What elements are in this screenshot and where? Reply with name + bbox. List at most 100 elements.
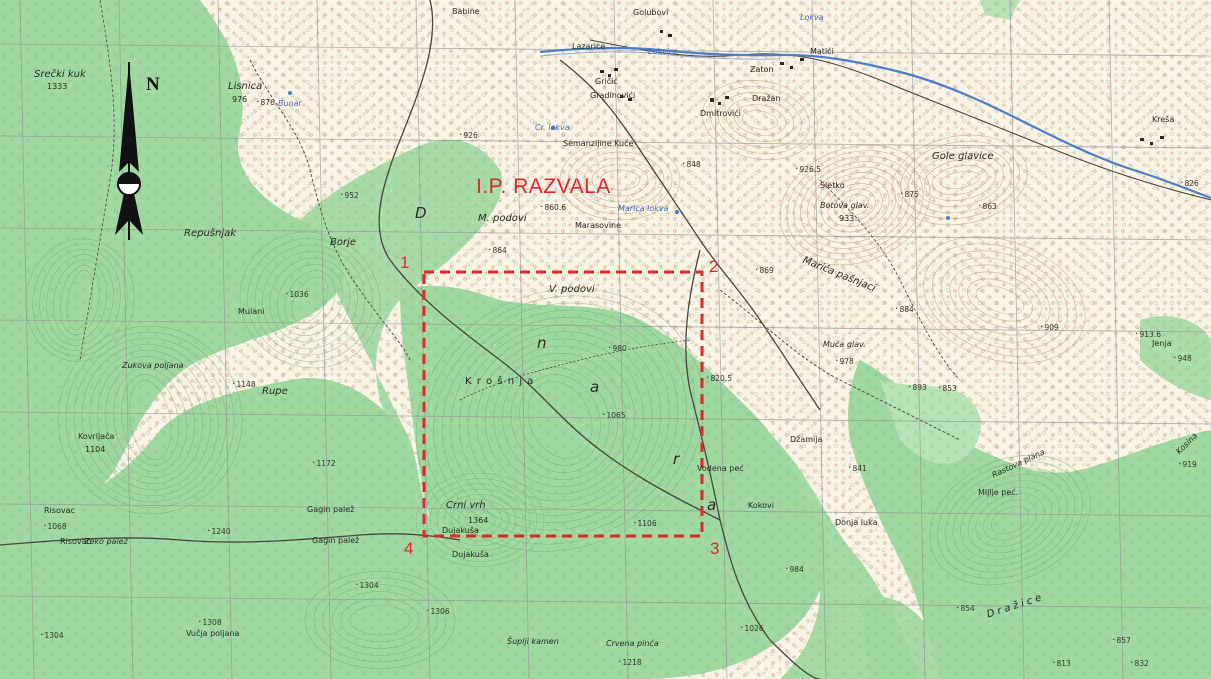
place-lokvice: Lokvice — [648, 47, 679, 56]
contour-ring — [726, 98, 794, 142]
contour-lines — [559, 79, 1086, 364]
contour-ring — [25, 238, 135, 362]
elevation-point: 1304 — [355, 578, 379, 591]
place-crvena-pinca: Crvena pinća — [606, 639, 659, 648]
contour-ring — [450, 317, 670, 523]
contour-ring — [247, 238, 373, 362]
contour-ring — [340, 597, 420, 643]
contour-ring — [718, 92, 802, 148]
contour-ring — [519, 374, 601, 466]
corner-label-3: 3 — [710, 539, 720, 558]
place-botova-glav: Botova glav. — [820, 201, 870, 210]
place-repusnjak: Repušnjak — [184, 228, 237, 239]
place-kokovi: Kokovi — [748, 501, 774, 510]
elevation-point: 826 — [1180, 176, 1199, 189]
contour-ring — [484, 345, 636, 495]
contour-ring — [952, 473, 1068, 567]
contour-ring — [441, 309, 679, 531]
elevation-point: 853 — [938, 381, 957, 394]
place-mijlje-pec: Mijlje peć. — [978, 488, 1019, 497]
elevation-point: 1036 — [285, 287, 309, 300]
corner-label-1: 1 — [400, 253, 410, 272]
place-crni-vrh: Crni vrh — [446, 500, 486, 511]
elevation-point: 980 — [608, 341, 627, 354]
place-gracic: Gričić — [595, 77, 618, 86]
place-crna-lokva: Cr. lokva — [535, 123, 570, 132]
range-letter-d: D — [415, 204, 438, 222]
contour-ring — [939, 171, 981, 189]
contour-ring — [786, 150, 924, 260]
elevation-point: 884 — [895, 302, 914, 315]
place-lisnica: Lisnica — [228, 81, 263, 92]
contour-ring — [97, 356, 203, 484]
place-jenja: Jenja — [1152, 339, 1172, 348]
contour-ring — [923, 243, 1077, 357]
contour-ring — [958, 271, 1042, 329]
contour-ring — [567, 145, 673, 215]
grid-line-v — [613, 0, 629, 679]
range-letter-r: r — [673, 450, 691, 468]
contour-ring — [121, 374, 179, 466]
contour-ring — [433, 302, 687, 538]
contour-ring — [239, 231, 381, 369]
elevation-point: 1068 — [43, 519, 67, 532]
contour-ring — [60, 264, 100, 336]
elevation-point: 1065 — [602, 408, 626, 421]
contour-ring — [820, 177, 890, 233]
grid-line-v — [19, 0, 35, 679]
contour-ring — [983, 499, 1037, 541]
place-vodena-pec: Vodena peć — [697, 464, 744, 473]
grid-line-h — [0, 135, 1211, 149]
place-kovrljaca: Kovrljača — [78, 432, 115, 441]
place-dujakusa-2: Dujakuša — [452, 550, 489, 559]
place-lazarice: Lazarice — [572, 42, 606, 51]
contour-ring — [73, 337, 227, 503]
place-zukova-poljana: Zukova poljana — [122, 361, 184, 370]
elevation-point: 913.6 — [1135, 327, 1161, 340]
place-mulani: Mulani — [238, 307, 265, 316]
grid-line-h — [0, 595, 1211, 609]
elevation-point: 893 — [908, 380, 927, 393]
contour-ring — [459, 324, 661, 516]
corner-label-4: 4 — [404, 539, 414, 558]
contour-ring — [949, 264, 1051, 336]
contour-ring — [464, 509, 496, 531]
elevation-point: 875 — [900, 187, 919, 200]
contour-ring — [457, 504, 503, 536]
contour-ring — [66, 270, 94, 330]
contour-ring — [559, 139, 681, 221]
contour-ring — [793, 155, 917, 255]
place-risovac-1: Risovac — [44, 506, 75, 515]
contour-ring — [429, 483, 531, 557]
place-suplji-kamen: Šuplji kamen — [507, 637, 559, 646]
contour-ring — [57, 325, 243, 515]
contour-ring — [702, 79, 818, 161]
place-matici: Matići — [810, 47, 834, 56]
place-srecki-kuk: Srečki kuk — [34, 69, 86, 80]
elevation-point: 1240 — [207, 524, 231, 537]
place-babine: Babine — [452, 7, 480, 16]
elevation-point: 1308 — [198, 615, 222, 628]
place-m-podovi: M. podovi — [478, 213, 527, 224]
contour-ring — [527, 381, 593, 459]
study-area-boundary[interactable] — [422, 270, 704, 538]
range-letter-a1: a — [590, 378, 611, 396]
grid-line-v — [1108, 0, 1124, 679]
place-bunar: Bunar — [278, 99, 302, 108]
elevation-point: 1304 — [40, 628, 64, 641]
peak-lisnica: 976 — [232, 95, 248, 104]
contour-ring — [89, 350, 211, 490]
place-rupe: Rupe — [262, 386, 288, 397]
elevation-point: 848 — [682, 157, 701, 170]
place-sletko: Sletko — [820, 181, 845, 190]
place-gole-glavice: Gole glavice — [932, 151, 994, 162]
place-drazan: Dražan — [752, 94, 781, 103]
grid-line-v — [118, 0, 134, 679]
elevation-point: 869 — [755, 263, 774, 276]
contour-ring — [331, 591, 429, 649]
place-marasovine: Marasovine — [575, 221, 622, 230]
contour-ring — [424, 295, 696, 545]
